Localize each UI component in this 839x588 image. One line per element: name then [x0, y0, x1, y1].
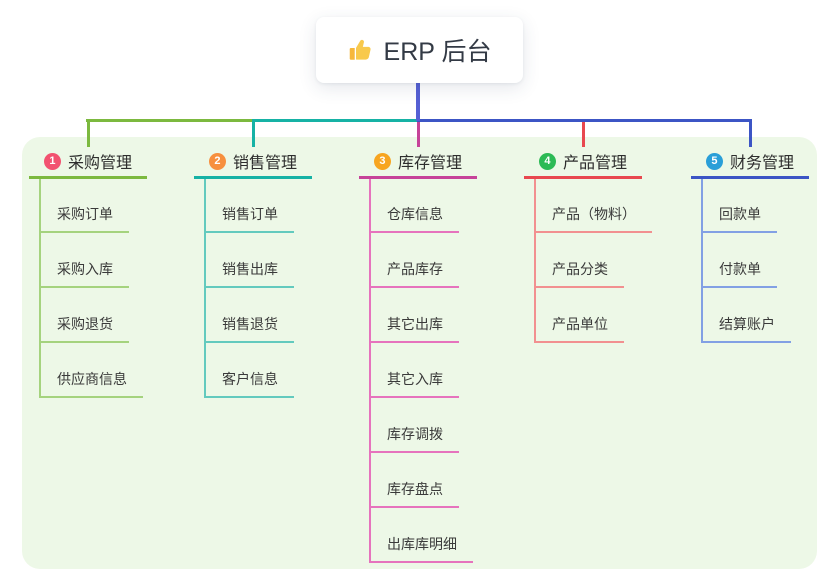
child-node-其它出库[interactable]: 其它出库	[369, 314, 459, 343]
connector-line	[534, 177, 536, 343]
connector-line	[86, 119, 90, 147]
connector-line	[416, 83, 420, 121]
connector-line	[251, 119, 255, 147]
child-node-结算账户[interactable]: 结算账户	[701, 314, 791, 343]
branch-number-badge: 2	[208, 152, 226, 170]
branch-node-库存管理[interactable]: 3 库存管理	[359, 146, 477, 179]
child-node-产品单位[interactable]: 产品单位	[534, 314, 624, 343]
branch-node-产品管理[interactable]: 4 产品管理	[524, 146, 642, 179]
branch-label: 采购管理	[67, 155, 132, 172]
connector-line	[416, 119, 752, 122]
child-node-采购订单[interactable]: 采购订单	[39, 204, 129, 233]
branch-label: 库存管理	[397, 155, 462, 172]
connector-line	[416, 122, 420, 147]
child-node-销售订单[interactable]: 销售订单	[204, 204, 294, 233]
child-node-产品分类[interactable]: 产品分类	[534, 259, 624, 288]
child-node-付款单[interactable]: 付款单	[701, 259, 777, 288]
child-node-产品库存[interactable]: 产品库存	[369, 259, 459, 288]
thumbs-up-icon	[348, 37, 374, 63]
connector-line	[748, 119, 752, 147]
child-node-库存调拨[interactable]: 库存调拨	[369, 424, 459, 453]
child-node-采购退货[interactable]: 采购退货	[39, 314, 129, 343]
branch-label: 产品管理	[562, 155, 627, 172]
branch-node-销售管理[interactable]: 2 销售管理	[194, 146, 312, 179]
child-node-回款单[interactable]: 回款单	[701, 204, 777, 233]
branch-node-采购管理[interactable]: 1 采购管理	[29, 146, 147, 179]
child-node-销售出库[interactable]: 销售出库	[204, 259, 294, 288]
connector-line	[251, 119, 420, 122]
child-node-产品（物料）[interactable]: 产品（物料）	[534, 204, 652, 233]
root-node-label: ERP 后台	[383, 38, 492, 66]
branch-node-财务管理[interactable]: 5 财务管理	[691, 146, 809, 179]
mindmap-panel-background	[22, 137, 817, 569]
child-node-仓库信息[interactable]: 仓库信息	[369, 204, 459, 233]
child-node-出库库明细[interactable]: 出库库明细	[369, 534, 473, 563]
child-node-客户信息[interactable]: 客户信息	[204, 369, 294, 398]
connector-line	[701, 177, 703, 343]
child-node-供应商信息[interactable]: 供应商信息	[39, 369, 143, 398]
child-node-其它入库[interactable]: 其它入库	[369, 369, 459, 398]
child-node-采购入库[interactable]: 采购入库	[39, 259, 129, 288]
connector-line	[86, 119, 255, 122]
branch-number-badge: 3	[373, 152, 391, 170]
branch-label: 财务管理	[729, 155, 794, 172]
root-node[interactable]: ERP 后台	[316, 17, 523, 83]
branch-number-badge: 1	[43, 152, 61, 170]
connector-line	[581, 122, 585, 147]
connector-line	[369, 177, 371, 563]
branch-number-badge: 5	[705, 152, 723, 170]
child-node-库存盘点[interactable]: 库存盘点	[369, 479, 459, 508]
branch-label: 销售管理	[232, 155, 297, 172]
branch-number-badge: 4	[538, 152, 556, 170]
child-node-销售退货[interactable]: 销售退货	[204, 314, 294, 343]
